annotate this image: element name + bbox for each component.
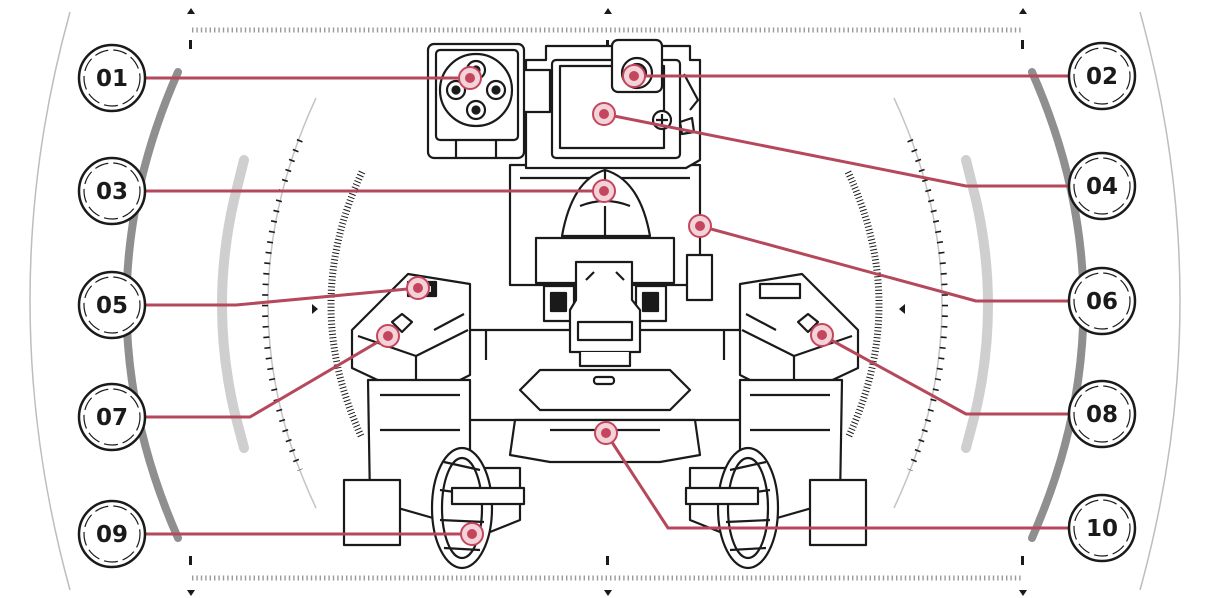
badge-04-label: 04	[1086, 174, 1118, 200]
badge-10-label: 10	[1086, 516, 1118, 542]
leader-08	[820, 333, 1070, 416]
badge-03-label: 03	[96, 179, 128, 205]
callout-badges: 01 02 03 04 05 06 07	[77, 41, 1137, 569]
ruler-caps	[187, 8, 1027, 596]
inner-arc-left	[267, 97, 317, 509]
badge-06[interactable]: 06	[1067, 266, 1137, 336]
leader-10	[604, 431, 1070, 530]
hotspot-05[interactable]	[406, 276, 430, 300]
right-wheel	[684, 378, 868, 570]
badge-07[interactable]: 07	[77, 382, 147, 452]
inner-arc-right	[893, 97, 943, 509]
leader-05	[144, 286, 420, 307]
dash-arc-right	[907, 138, 948, 472]
badge-05-label: 05	[96, 293, 128, 319]
left-pod	[350, 272, 472, 402]
leader-07	[144, 334, 390, 419]
hotspot-07[interactable]	[376, 324, 400, 348]
hotspots	[376, 64, 834, 546]
turret-head	[524, 38, 702, 170]
badge-03[interactable]: 03	[77, 156, 147, 226]
triangle-marker-left	[312, 304, 318, 314]
badge-08-label: 08	[1086, 402, 1118, 428]
hotspot-08[interactable]	[810, 323, 834, 347]
badge-01[interactable]: 01	[77, 43, 147, 113]
badge-07-label: 07	[96, 405, 128, 431]
dense-arc-left	[327, 170, 366, 440]
central-body	[508, 163, 714, 368]
badge-10[interactable]: 10	[1067, 493, 1137, 563]
dash-arc-left	[262, 138, 303, 472]
hotspot-09[interactable]	[460, 522, 484, 546]
hotspot-06[interactable]	[688, 214, 712, 238]
badge-04[interactable]: 04	[1067, 151, 1137, 221]
triangle-marker-right	[899, 304, 905, 314]
launcher	[426, 42, 552, 160]
leader-04	[602, 112, 1070, 188]
hotspot-04[interactable]	[592, 102, 616, 126]
badge-09[interactable]: 09	[77, 499, 147, 569]
hotspot-02[interactable]	[622, 64, 646, 88]
badge-08[interactable]: 08	[1067, 379, 1137, 449]
badge-02-label: 02	[1086, 64, 1118, 90]
badge-09-label: 09	[96, 522, 128, 548]
bracket-right	[961, 155, 993, 453]
leader-06	[698, 224, 1070, 303]
dense-arc-right	[844, 170, 883, 440]
badge-05[interactable]: 05	[77, 270, 147, 340]
hotspot-01[interactable]	[458, 66, 482, 90]
outer-arc-right	[1139, 11, 1181, 591]
badge-06-label: 06	[1086, 289, 1118, 315]
leader-lines	[144, 74, 1070, 536]
hotspot-03[interactable]	[592, 179, 616, 203]
outer-arc-left	[29, 11, 71, 591]
badge-01-label: 01	[96, 66, 128, 92]
badge-02[interactable]: 02	[1067, 41, 1137, 111]
hotspot-10[interactable]	[594, 421, 618, 445]
